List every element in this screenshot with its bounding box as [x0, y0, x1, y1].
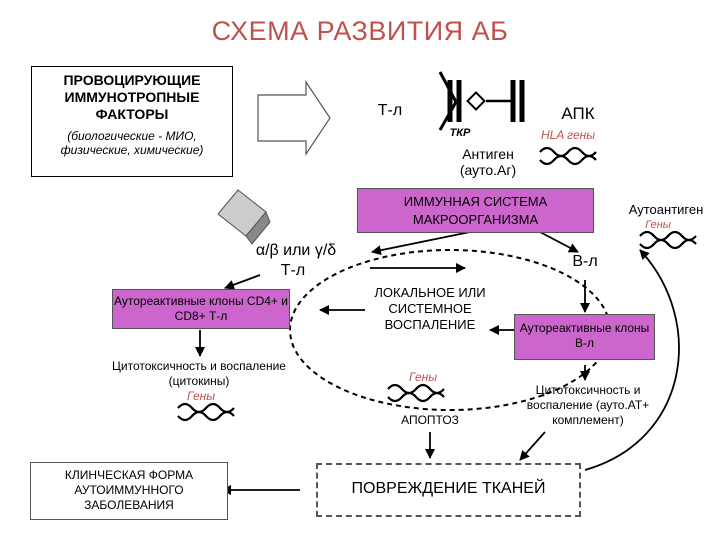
arrow-immune-to-ab: [371, 231, 471, 256]
gene-icon-hla: [539, 146, 597, 166]
provoking-factors-title: ПРОВОЦИРУЮЩИЕ ИММУНОТРОПНЫЕ ФАКТОРЫ: [63, 72, 201, 122]
gene-icon-inflammation: [387, 383, 445, 403]
antigen-label: Антиген (ауто.Аг): [459, 146, 517, 178]
immune-system-label: ИММУННАЯ СИСТЕМА МАКРООРГАНИЗМА: [403, 194, 548, 227]
provoking-factors-box: ПРОВОЦИРУЮЩИЕ ИММУНОТРОПНЫЕ ФАКТОРЫ (био…: [31, 66, 233, 177]
diagram-title: СХЕМА РАЗВИТИЯ АБ: [211, 16, 509, 46]
b-cell-label: В-л: [572, 253, 598, 270]
t-cell-label: Т-л: [377, 102, 403, 119]
tcr-label: ТКР: [449, 127, 471, 139]
autoreactive-b-box: Аутореактивные клоны В-л: [514, 314, 655, 360]
autoreactive-t-box: Аутореактивные клоны CD4+ и CD8+ Т-л: [112, 289, 290, 329]
provoking-factors-subtitle: (биологические - МИО, физические, химиче…: [60, 129, 204, 157]
arrow-ab-to-clones: [224, 274, 261, 290]
hla-genes-label: HLA гены: [540, 128, 596, 142]
arrow-immune-to-b: [539, 231, 579, 253]
inflammation-label: ЛОКАЛЬНОЕ ИЛИ СИСТЕМНОЕ ВОСПАЛЕНИЕ: [374, 285, 486, 332]
autoreactive-b-label: Аутореактивные клоны В-л: [519, 321, 650, 350]
tissue-damage-label: ПОВРЕЖДЕНИЕ ТКАНЕЙ: [351, 480, 546, 497]
block-arrow-right: [257, 80, 331, 156]
alpha-beta-label: α/β или γ/δ: [255, 242, 337, 259]
inflammation-genes-label: Гены: [408, 370, 438, 384]
cytotoxicity-b-label: Цитотоксичность и воспаление (ауто.АТ+ к…: [526, 383, 650, 427]
apoptosis-label: АПОПТОЗ: [401, 413, 459, 427]
t-genes-label: Гены: [186, 389, 216, 403]
t-cell-label-2: Т-л: [280, 262, 306, 279]
clinical-form-box: КЛИНЧЕСКАЯ ФОРМА АУТОИММУННОГО ЗАБОЛЕВАН…: [30, 462, 228, 520]
autoantigen-label: Аутоантиген: [628, 202, 704, 217]
apc-label: АПК: [561, 104, 595, 123]
autoantigen-genes-label: Гены: [645, 219, 671, 231]
receptor-complex-icon: [438, 71, 525, 131]
tilted-block-arrow: [217, 189, 271, 245]
arrow-feedback-curve: [584, 249, 680, 471]
arrow-cytotoxb-to-damage: [519, 431, 546, 461]
cytotoxicity-t-label: Цитотоксичность и воспаление (цитокины): [112, 359, 286, 388]
immune-system-box: ИММУННАЯ СИСТЕМА МАКРООРГАНИЗМА: [357, 188, 594, 233]
autoreactive-t-label: Аутореактивные клоны CD4+ и CD8+ Т-л: [114, 294, 288, 323]
gene-icon-t: [177, 402, 235, 422]
clinical-form-label: КЛИНЧЕСКАЯ ФОРМА АУТОИММУННОГО ЗАБОЛЕВАН…: [64, 468, 194, 512]
gene-icon-autoantigen: [639, 230, 697, 250]
tissue-damage-box: ПОВРЕЖДЕНИЕ ТКАНЕЙ: [316, 463, 581, 517]
